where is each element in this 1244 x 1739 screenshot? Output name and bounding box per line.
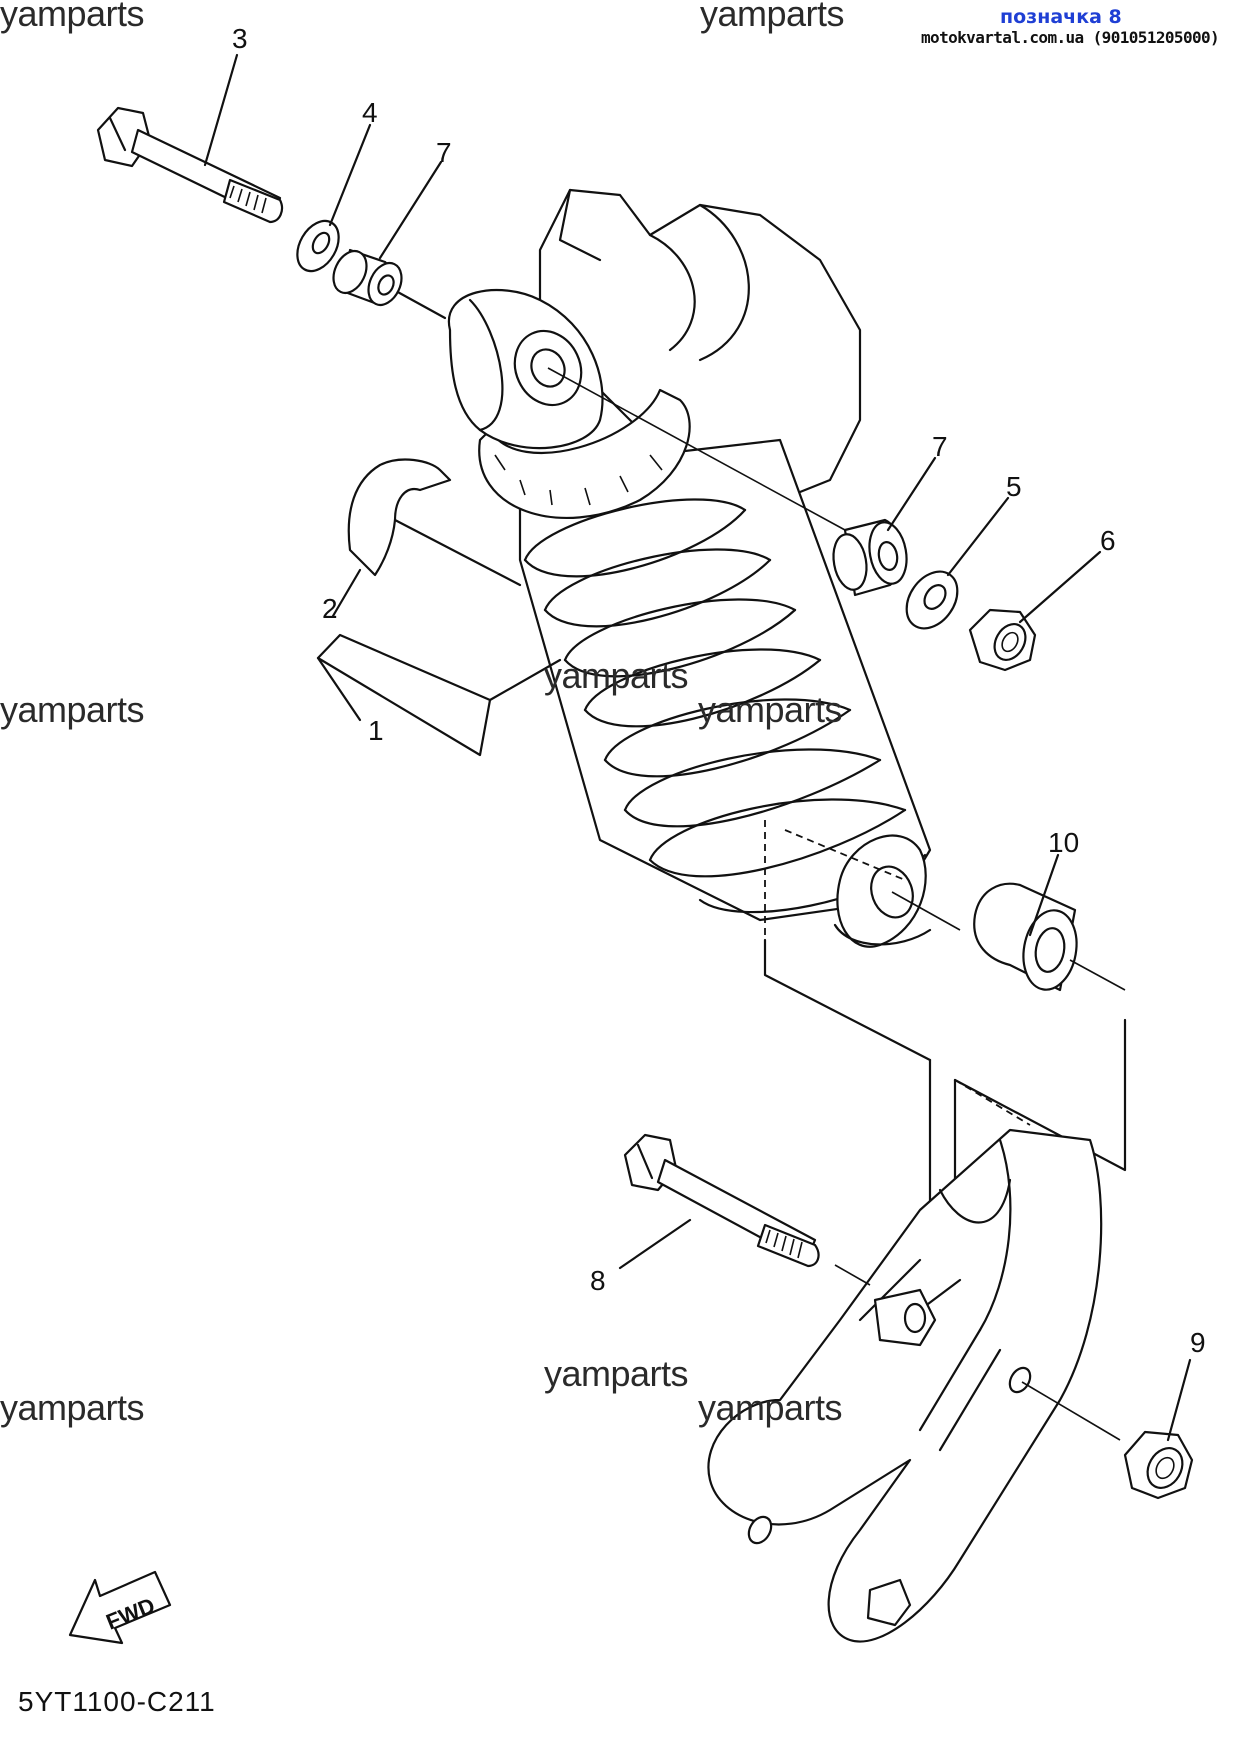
collar-part-7-lower <box>832 518 908 597</box>
relay-arm <box>707 1128 1103 1643</box>
collar-part-10 <box>973 882 1078 992</box>
watermark: yamparts <box>0 689 145 730</box>
nut-part-6 <box>968 608 1037 672</box>
header-title: позначка 8 <box>1000 6 1122 28</box>
nut-part-9 <box>1021 1381 1194 1500</box>
label-part-2 <box>347 458 522 587</box>
callout-7-lower: 7 <box>932 431 948 462</box>
bolt-part-8 <box>623 1133 871 1286</box>
callout-5: 5 <box>1006 471 1022 502</box>
watermark: yamparts <box>0 1387 145 1428</box>
watermark: yamparts <box>544 655 689 696</box>
callout-4: 4 <box>362 97 378 128</box>
callout-8: 8 <box>590 1265 606 1296</box>
preload-nut <box>478 388 691 520</box>
shock-upper-eye <box>447 288 604 450</box>
callout-7-upper: 7 <box>436 137 452 168</box>
fwd-arrow: FWD <box>68 1570 172 1645</box>
collar-part-7-upper <box>332 248 403 307</box>
watermark: yamparts <box>0 0 145 34</box>
callout-3: 3 <box>232 23 248 54</box>
watermark: yamparts <box>698 1387 843 1428</box>
diagram-code: 5YT1100-C211 <box>18 1686 216 1717</box>
callout-10: 10 <box>1048 827 1079 858</box>
watermark: yamparts <box>700 0 845 34</box>
washer-part-4 <box>296 219 340 273</box>
callout-2: 2 <box>322 593 338 624</box>
lower-axis-line <box>891 891 961 931</box>
leader-lines <box>203 53 1192 1442</box>
callout-1: 1 <box>368 715 384 746</box>
washer-part-5 <box>905 570 959 630</box>
header-site: motokvartal.com.ua (901051205000) <box>921 28 1220 47</box>
callout-6: 6 <box>1100 525 1116 556</box>
bolt-part-3 <box>96 106 284 224</box>
part10-axis-line <box>1069 959 1126 991</box>
watermark: yamparts <box>698 689 843 730</box>
callout-9: 9 <box>1190 1327 1206 1358</box>
shock-spring <box>518 438 932 922</box>
watermark: yamparts <box>544 1353 689 1394</box>
